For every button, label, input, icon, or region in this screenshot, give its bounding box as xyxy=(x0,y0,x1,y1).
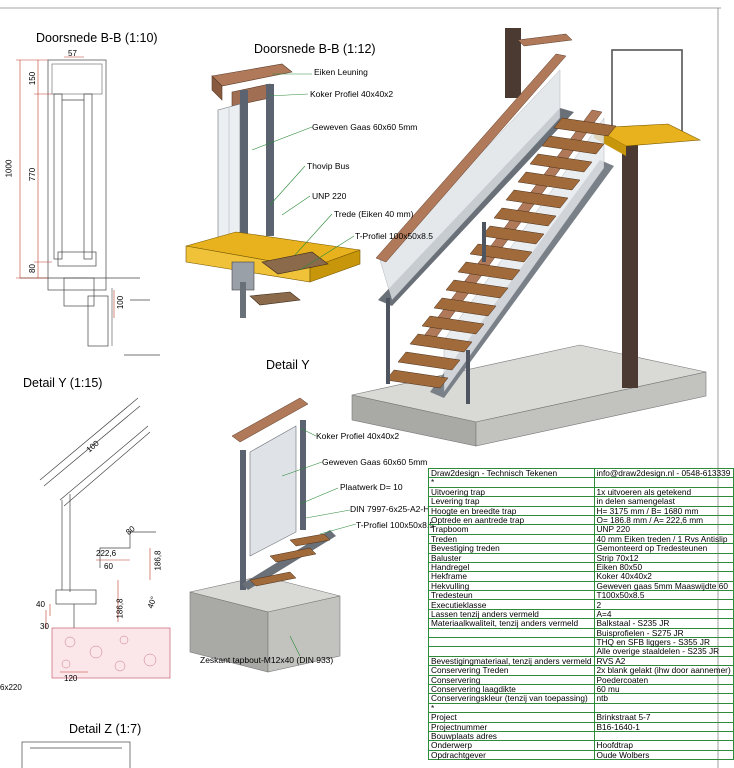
spec-key xyxy=(428,646,595,657)
dim-150: 150 xyxy=(28,71,38,86)
spec-value xyxy=(593,477,734,488)
spec-row: Alle overige staaldelen - S235 JR xyxy=(428,646,734,657)
spec-value: 60 mu xyxy=(593,683,734,695)
callout-eiken-leuning: Eiken Leuning xyxy=(314,67,368,77)
title-detail-y-115: Detail Y (1:15) xyxy=(23,376,103,390)
spec-key xyxy=(428,627,595,639)
dim-80: 80 xyxy=(27,264,37,273)
spec-value: 2x blank gelakt (ihw door aannemer) xyxy=(593,665,734,676)
section-bb-112-drawing xyxy=(185,63,361,318)
callout-unp-220: UNP 220 xyxy=(312,191,347,201)
detail-y-3d-drawing xyxy=(189,397,357,673)
spec-value: Brinkstraat 5-7 xyxy=(593,712,734,723)
spec-key xyxy=(428,637,595,648)
spec-value: info@draw2design.nl - 0548-613339 xyxy=(593,467,734,479)
dim-222-6: 222,6 xyxy=(96,549,117,558)
spec-key: Conservering Treden xyxy=(428,665,595,676)
callout-detail-koker-profiel: Koker Profiel 40x40x2 xyxy=(316,431,400,441)
spec-key: Conserveringskleur (tenzij van toepassin… xyxy=(428,693,595,704)
spec-value: Oude Wolbers xyxy=(593,749,734,761)
dim-186-8-b: 186,8 xyxy=(115,598,125,619)
spec-row: Bouwplaats adres xyxy=(428,730,734,742)
spec-key: * xyxy=(428,477,595,488)
spec-key: Opdrachtgever xyxy=(428,749,595,761)
spec-value: T100x50x8.5 xyxy=(593,590,734,601)
callout-detail-t-profiel: T-Profiel 100x50x8.5 xyxy=(356,520,434,530)
title-section-bb-112: Doorsnede B-B (1:12) xyxy=(254,42,376,56)
callout-detail-geweven-gaas: Geweven Gaas 60x60 5mm xyxy=(322,457,428,467)
spec-value: UNP 220 xyxy=(593,524,734,535)
dim-770: 770 xyxy=(28,167,38,182)
spec-value: ntb xyxy=(593,693,734,704)
spec-value: Hoofdtrap xyxy=(593,740,734,751)
spec-key: Bevestiging treden xyxy=(428,543,595,554)
spec-value: Alle overige staaldelen - S235 JR xyxy=(593,646,734,657)
callout-plaatwerk: Plaatwerk D= 10 xyxy=(340,482,403,492)
spec-value: O= 186.8 mm / A= 222,6 mm xyxy=(593,514,734,526)
callout-geweven-gaas: Geweven Gaas 60x60 5mm xyxy=(312,122,418,132)
dim-6x220: 6x220 xyxy=(0,683,22,692)
spec-row: Conserveringskleur (tenzij van toepassin… xyxy=(428,693,734,704)
dim-57: 57 xyxy=(68,49,77,58)
dim-120: 120 xyxy=(64,674,78,683)
dim-40: 40 xyxy=(36,600,45,609)
spec-value: B16-1640-1 xyxy=(593,721,734,732)
title-section-bb-110: Doorsnede B-B (1:10) xyxy=(36,31,158,45)
spec-row: Materiaalkwaliteit, tenzij anders vermel… xyxy=(428,618,734,629)
spec-key: Draw2design - Technisch Tekenen xyxy=(428,467,595,479)
dim-100: 100 xyxy=(116,295,126,310)
spec-key: Baluster xyxy=(428,552,595,563)
spec-key: Trapboom xyxy=(428,524,595,535)
dim-186-8-a: 186,8 xyxy=(153,550,163,571)
spec-value: Geweven gaas 5mm Maaswijdte 60 xyxy=(593,580,734,592)
spec-value: Strip 70x12 xyxy=(593,552,734,563)
title-detail-z-17: Detail Z (1:7) xyxy=(69,722,142,736)
title-detail-y: Detail Y xyxy=(266,358,310,372)
spec-value: Gemonteerd op Tredesteunen xyxy=(593,543,734,554)
callout-zeskant-tapbout: Zeskant tapbout-M12x40 (DIN 933) xyxy=(200,655,334,665)
spec-key: Materiaalkwaliteit, tenzij anders vermel… xyxy=(428,618,595,629)
section-bb-110-drawing xyxy=(16,56,160,356)
spec-row: * xyxy=(428,477,734,488)
spec-value: Koker 40x40x2 xyxy=(593,571,734,582)
spec-key: Executieklasse xyxy=(428,599,595,610)
spec-key: Tredesteun xyxy=(428,590,595,601)
callout-trede-eiken: Trede (Eiken 40 mm) xyxy=(334,209,414,219)
detail-z-drawing xyxy=(21,741,131,768)
staircase-3d-drawing xyxy=(351,28,707,447)
spec-value: Balkstaal - S235 JR xyxy=(593,618,734,629)
callout-thovip-bus: Thovip Bus xyxy=(307,161,350,171)
dim-30: 30 xyxy=(40,622,49,631)
spec-key: Project xyxy=(428,712,595,723)
spec-row: * xyxy=(428,702,734,714)
callout-koker-profiel: Koker Profiel 40x40x2 xyxy=(310,89,394,99)
dim-1000: 1000 xyxy=(4,159,14,178)
spec-key: Levering trap xyxy=(428,496,595,507)
spec-key: Onderwerp xyxy=(428,740,595,751)
spec-value: 2 xyxy=(593,599,734,610)
detail-y-115-drawing xyxy=(39,397,171,679)
spec-key: Hekframe xyxy=(428,571,595,582)
spec-value: in delen samengelast xyxy=(593,496,734,507)
callout-din-7997: DIN 7997-6x25-A2-H xyxy=(350,504,430,514)
dim-60: 60 xyxy=(104,562,113,571)
callout-t-profiel: T-Profiel 100x50x8.5 xyxy=(355,231,433,241)
